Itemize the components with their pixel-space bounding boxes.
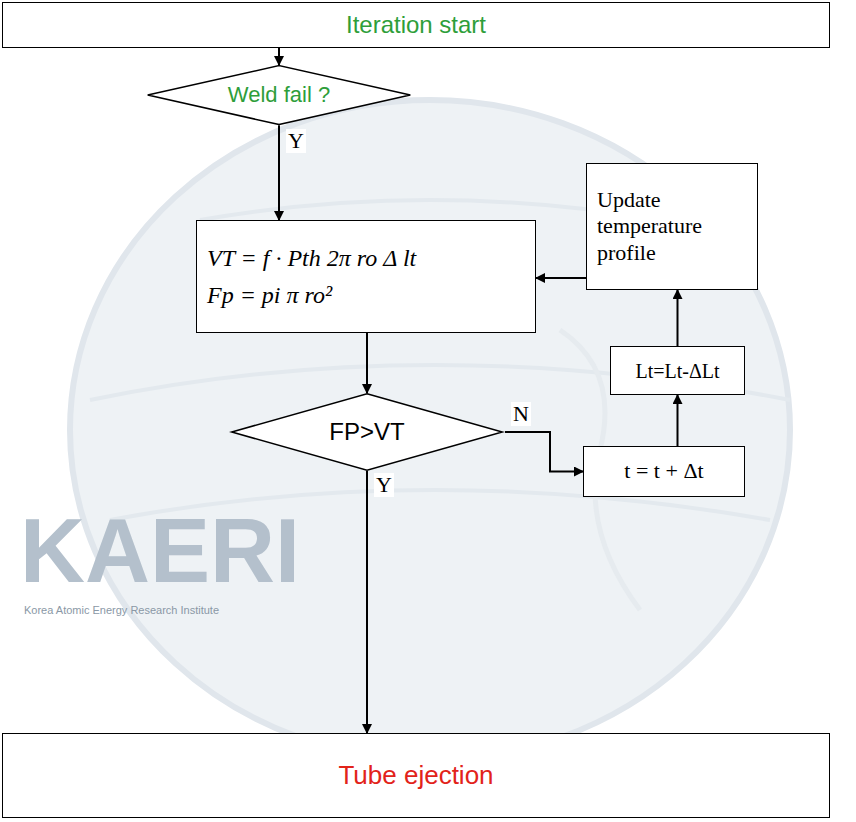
flow-arrow [278, 125, 280, 220]
node-text: Lt=Lt-ΔLt [635, 359, 719, 383]
flow-arrow [677, 395, 679, 446]
node-text: t = t + Δt [624, 458, 703, 484]
node-text: FP>VT [329, 418, 404, 447]
process-box: t = t + Δt [583, 446, 745, 497]
flow-arrow [505, 432, 583, 472]
flow-arrow [366, 333, 368, 393]
node-text: VT = f · Pth 2π ro Δ lt [207, 244, 416, 273]
start-box: Iteration start [2, 2, 830, 48]
edge-label: N [511, 402, 531, 426]
node-text: Update temperature profile [597, 187, 757, 266]
node-text: Iteration start [346, 11, 486, 40]
process-box: Lt=Lt-ΔLt [610, 346, 745, 395]
edge-label: Y [374, 473, 394, 497]
watermark-text: Korea Atomic Energy Research Institute [24, 604, 219, 616]
equation-box: VT = f · Pth 2π ro Δ lt Fp = pi π ro² [196, 220, 536, 333]
decision-diamond: Weld fail ? [145, 65, 413, 125]
flow-arrow [677, 290, 679, 346]
flow-arrow [536, 277, 586, 279]
edge-label: Y [286, 129, 306, 153]
node-text: Weld fail ? [228, 82, 330, 108]
watermark-logo: KAERI [20, 500, 300, 603]
process-box: Update temperature profile [586, 163, 758, 290]
end-box: Tube ejection [2, 733, 830, 818]
globe-shape [70, 100, 790, 760]
node-text: Tube ejection [338, 760, 493, 791]
node-text: Fp = pi π ro² [207, 281, 332, 310]
decision-diamond: FP>VT [229, 393, 505, 471]
flow-arrow [366, 471, 368, 733]
globe-rim [70, 100, 790, 760]
flow-arrow [278, 48, 280, 65]
